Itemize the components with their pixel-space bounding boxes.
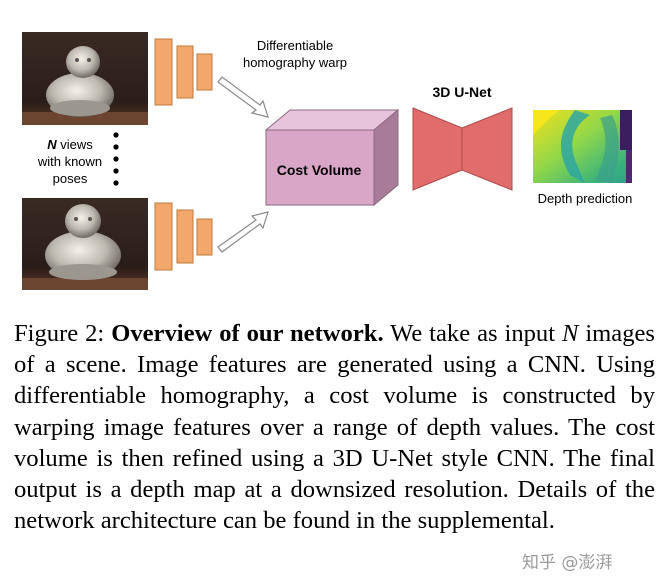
feature-bar [154,38,173,106]
watermark: 知乎 @澎湃 [522,553,613,573]
ellipsis-dots [113,132,119,186]
depth-prediction-map [533,110,632,183]
feature-bar [176,45,194,99]
feature-bar [196,53,213,91]
feature-bar [196,218,213,256]
caption-title: Overview of our network. [111,320,384,347]
input-image-bottom [22,198,148,290]
warp-arrow-bottom [217,211,269,253]
views-label-line3: poses [53,171,88,186]
warp-arrow-top [217,76,269,118]
views-label-line1: N views [47,137,93,152]
network-overview-diagram: N views with known poses Differentiable … [22,32,633,290]
warp-label-line2: homography warp [243,55,347,70]
depth-prediction-label: Depth prediction [538,191,633,206]
figure-label: Figure 2: [14,320,105,347]
caption-var-n: N [561,320,579,347]
input-image-top [22,32,148,125]
feature-bar [176,209,194,264]
feature-extractor-top [154,38,213,106]
warp-label-line1: Differentiable [257,38,333,53]
views-label-line2: with known [37,154,102,169]
figure-caption: Figure 2: Overview of our network. We ta… [14,318,655,536]
cost-volume-cube: Cost Volume [264,108,400,207]
unet-label: 3D U-Net [432,84,491,100]
feature-extractor-bottom [154,202,213,271]
caption-text-part2: images of a scene. Image features are ge… [14,320,655,535]
cost-volume-label: Cost Volume [277,162,362,178]
caption-text-part1: We take as input [390,320,556,347]
feature-bar [154,202,173,271]
unet-shape [412,107,513,191]
